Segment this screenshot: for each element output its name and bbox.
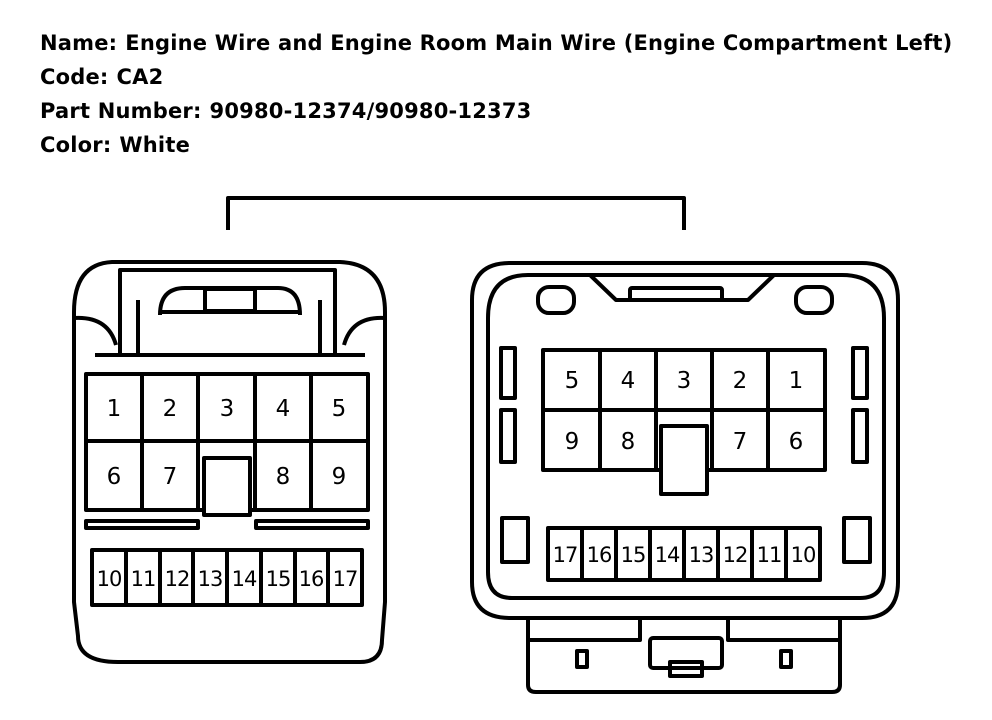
- pin-label: 3: [677, 368, 692, 394]
- right-wire-cover: [526, 618, 842, 694]
- color-row: Color: White: [40, 128, 952, 162]
- pin-label: 6: [789, 429, 804, 455]
- pin-label: 13: [198, 567, 223, 591]
- pin-label: 3: [220, 396, 235, 422]
- right-connector: 5 4 3 2 1 9 8 7 6 17 16 15 14 13 12 11 1…: [470, 261, 900, 694]
- left-rib-right: [254, 519, 370, 530]
- pin-label: 9: [565, 429, 580, 455]
- right-side-slot: [499, 346, 517, 400]
- left-keyway: [202, 456, 252, 517]
- right-cover-bump: [779, 649, 793, 669]
- right-cover-step: [528, 618, 840, 642]
- name-row: Name: Engine Wire and Engine Room Main Wi…: [40, 26, 952, 60]
- right-side-slot: [851, 346, 869, 400]
- part-number-value: 90980-12374/90980-12373: [209, 99, 532, 123]
- left-shoulder-left: [73, 315, 118, 346]
- pin-label: 17: [333, 567, 358, 591]
- left-rib-left: [84, 519, 200, 530]
- pin-label: 12: [723, 543, 748, 567]
- name-label: Name:: [40, 31, 118, 55]
- pin-label: 16: [299, 567, 324, 591]
- connector-info: Name: Engine Wire and Engine Room Main Wi…: [40, 26, 952, 162]
- pin-label: 14: [655, 543, 680, 567]
- code-row: Code: CA2: [40, 60, 952, 94]
- pin-label: 5: [332, 396, 347, 422]
- right-hole-right: [794, 285, 834, 315]
- color-value: White: [119, 133, 191, 157]
- name-value: Engine Wire and Engine Room Main Wire (E…: [125, 31, 953, 55]
- pin-label: 8: [621, 429, 636, 455]
- pin-label: 11: [131, 567, 156, 591]
- pin-label: 6: [107, 464, 122, 490]
- pin-label: 10: [791, 543, 816, 567]
- pin-label: 2: [163, 396, 178, 422]
- pin-label: 1: [789, 368, 804, 394]
- left-shoulder-right: [342, 315, 386, 346]
- right-side-slot: [500, 516, 530, 564]
- mating-bracket: [226, 196, 686, 230]
- right-inner-frame: [486, 273, 886, 600]
- part-number-row: Part Number: 90980-12374/90980-12373: [40, 94, 952, 128]
- pin-label: 7: [733, 429, 748, 455]
- pin-label: 2: [733, 368, 748, 394]
- pin-label: 14: [232, 567, 257, 591]
- left-housing-outline: [72, 260, 387, 664]
- pin-label: 9: [332, 464, 347, 490]
- pin-label: 8: [276, 464, 291, 490]
- right-lock-slot: [628, 286, 724, 302]
- pin-label: 7: [163, 464, 178, 490]
- pin-label: 12: [165, 567, 190, 591]
- pin-label: 4: [276, 396, 291, 422]
- right-cover-latch-tab: [668, 660, 704, 678]
- left-lock-frame: [136, 300, 322, 355]
- right-cover-latch: [648, 636, 724, 670]
- right-cover-bump: [575, 649, 589, 669]
- left-connector: 1 2 3 4 5 6 7 8 9 10 11 12 13 14 15 16 1…: [72, 260, 387, 664]
- right-keyway: [659, 424, 709, 496]
- pin-label: 11: [757, 543, 782, 567]
- right-side-slot: [499, 408, 517, 464]
- right-housing-outline: [470, 261, 900, 620]
- pin-label: 5: [565, 368, 580, 394]
- pin-label: 4: [621, 368, 636, 394]
- right-side-slot: [842, 516, 872, 564]
- pin-label: 1: [107, 396, 122, 422]
- code-value: CA2: [116, 65, 164, 89]
- code-label: Code:: [40, 65, 109, 89]
- right-hole-left: [536, 285, 576, 315]
- pin-label: 15: [266, 567, 291, 591]
- left-lock-arm-outer: [118, 268, 337, 355]
- pin-label: 13: [689, 543, 714, 567]
- part-number-label: Part Number:: [40, 99, 202, 123]
- left-lock-tab: [203, 287, 257, 313]
- color-label: Color:: [40, 133, 112, 157]
- pin-label: 17: [553, 543, 578, 567]
- pin-label: 16: [587, 543, 612, 567]
- pin-label: 10: [97, 567, 122, 591]
- pin-label: 15: [621, 543, 646, 567]
- right-side-slot: [851, 408, 869, 464]
